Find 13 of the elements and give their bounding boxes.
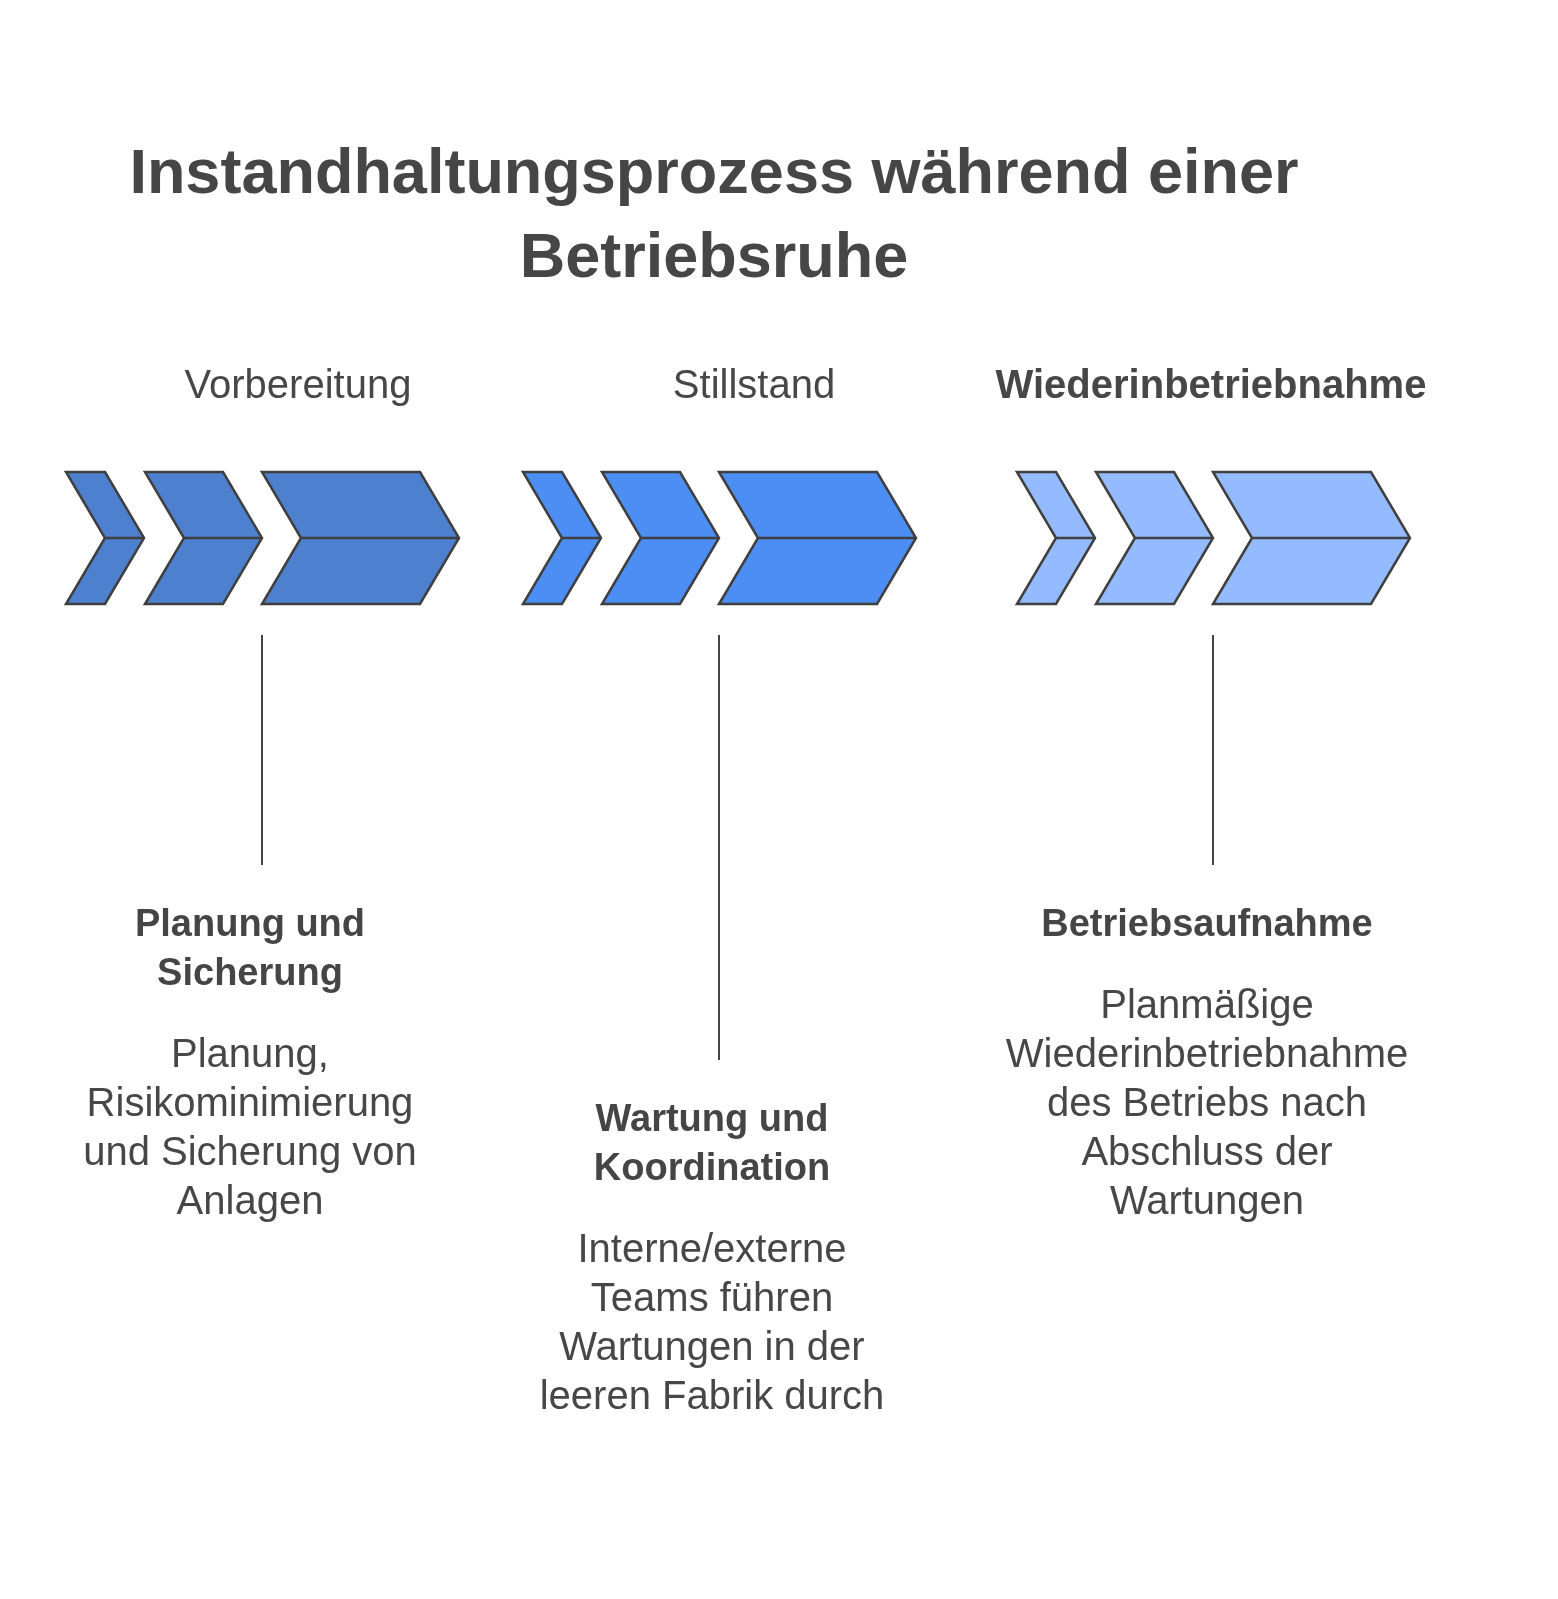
leader-line <box>718 634 720 1061</box>
title: Instandhaltungsprozess während einer Betriebsruhe <box>128 135 1300 292</box>
step-heading: Wartung und Koordination <box>592 1096 832 1190</box>
step-heading: Betriebsaufnahme <box>1040 901 1374 946</box>
step-description: Interne/externe Teams führen Wartungen in der leeren Fabrik durch <box>538 1225 886 1419</box>
phase-label: Wiederinbetriebnahme <box>995 361 1427 408</box>
step-heading: Planung und Sicherung <box>133 901 367 995</box>
step-description: Planmäßige Wiederinbetriebnahme des Betriebs nach Abschluss der Wartungen <box>1004 981 1410 1224</box>
leader-line <box>261 634 263 866</box>
step-description: Planung, Risikominimierung und Sicherung von Anlagen <box>82 1030 418 1224</box>
leader-line <box>1212 634 1214 866</box>
phase-label: Vorbereitung <box>184 361 412 408</box>
phase-label: Stillstand <box>672 361 836 408</box>
